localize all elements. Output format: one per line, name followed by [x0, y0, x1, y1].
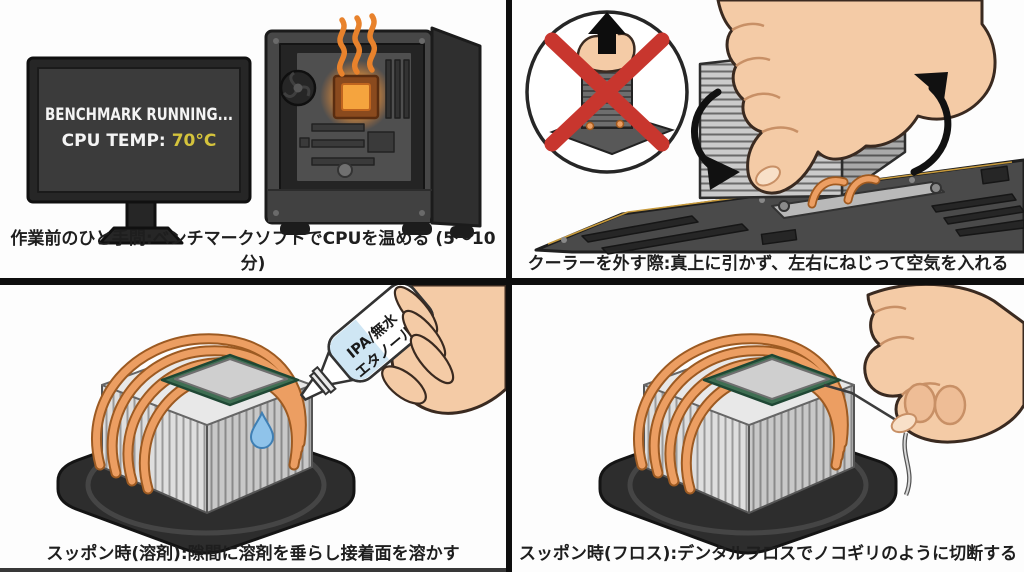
cpu-glow	[320, 60, 392, 132]
bottle-nozzle	[299, 376, 326, 402]
board-screw-holes	[561, 177, 915, 243]
heat-waves-icon	[337, 13, 377, 77]
solvent-illustration: IPA/無水 エタノール	[56, 285, 506, 555]
curled-finger	[933, 384, 967, 426]
monitor: BENCHMARK RUNNING... CPU TEMP:70°C	[26, 56, 252, 245]
floss-illustration	[598, 285, 1024, 555]
stuck-cpu	[160, 353, 300, 407]
panel-benchmark: BENCHMARK RUNNING... CPU TEMP:70°C	[0, 0, 506, 278]
pull-up-arrow-icon	[588, 12, 626, 54]
benchmark-illustration: BENCHMARK RUNNING... CPU TEMP:70°C	[26, 13, 482, 245]
gripping-hand	[716, 0, 997, 195]
board-trace	[547, 161, 1013, 245]
board-slots	[581, 165, 1024, 255]
caption-floss: スッポン時(フロス):デンタルフロスでノコギリのように切断する	[518, 544, 1018, 564]
red-x-icon	[544, 32, 670, 152]
gripping-fingers	[381, 285, 455, 405]
vertical-divider	[506, 0, 512, 572]
caption-benchmark: 作業前のひと手間:ベンチマークソフトでCPUを温める (5〜10分)	[10, 229, 496, 274]
caption-solvent: スッポン時(溶剤):隙間に溶剤を垂らし接着面を溶かす	[46, 544, 460, 564]
twist-arrow-left	[691, 88, 740, 190]
panel-floss: スッポン時(フロス):デンタルフロスでノコギリのように切断する	[512, 285, 1024, 572]
stuck-cooler	[598, 333, 898, 555]
stuck-cpu	[702, 353, 842, 407]
floss-line	[823, 383, 905, 427]
twist-arrow-right	[910, 72, 952, 176]
horizontal-divider	[0, 278, 1024, 285]
monitor-screen	[37, 67, 241, 193]
thumb	[381, 365, 427, 405]
bottom-edge-strip	[0, 568, 506, 572]
fingernail	[890, 412, 918, 434]
monitor-base	[98, 226, 184, 245]
case-feet	[280, 223, 474, 238]
panel-solvent: IPA/無水 エタノール スッポン時(溶剤):隙間に溶剤を垂らし接着面を溶かす	[0, 285, 506, 572]
case-screws	[273, 38, 425, 216]
chipset	[337, 162, 353, 178]
cpu-temp-text: CPU TEMP:70°C	[62, 131, 217, 151]
stuck-cooler	[56, 333, 356, 555]
case-side-panel	[430, 26, 482, 228]
bottle-liquid	[330, 319, 390, 380]
panel-twist: クーラーを外す際:真上に引かず、左右にねじって空気を入れる	[512, 0, 1024, 278]
floss-hand	[863, 285, 1024, 444]
caption-twist: クーラーを外す際:真上に引かず、左右にねじって空気を入れる	[527, 254, 1009, 274]
floss-dangle	[903, 432, 911, 496]
case-fan	[279, 69, 317, 107]
pc-case	[264, 13, 482, 238]
ram-slots	[385, 59, 410, 119]
fingernail	[755, 165, 781, 187]
twist-illustration	[525, 0, 1024, 255]
prohibition-inset	[525, 10, 689, 174]
benchmark-text: BENCHMARK RUNNING...	[45, 105, 233, 125]
psu-shroud	[268, 191, 430, 222]
cooler-base	[771, 174, 945, 219]
solvent-drop-icon	[249, 410, 275, 449]
